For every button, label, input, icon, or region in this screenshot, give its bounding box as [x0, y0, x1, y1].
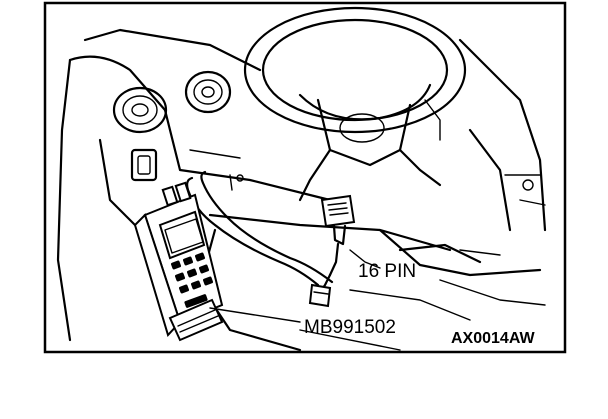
dash-shelf-line [163, 108, 332, 202]
dash-lower-contour [98, 138, 142, 232]
under-dash-line [208, 213, 452, 252]
figure-frame [43, 1, 567, 354]
leader-line-tool [209, 307, 301, 323]
diagnostic-connector-16pin [320, 194, 356, 277]
tester-cable [186, 176, 320, 287]
pedal-area [378, 228, 542, 277]
callout-16-pin: 16 PIN [358, 261, 416, 282]
tester-keypad [170, 252, 214, 308]
steering-wheel [243, 6, 467, 167]
tester-screen [158, 210, 206, 260]
dash-panel-curve [68, 55, 167, 112]
panel-switch [130, 148, 158, 182]
steering-column [298, 148, 332, 202]
handheld-tester-mb991502 [133, 181, 224, 342]
callout-tool-number: MB991502 [304, 317, 396, 338]
dash-right-edge [458, 38, 547, 232]
figure-code: AX0014AW [451, 330, 535, 347]
cable-plug-end [308, 283, 332, 308]
dash-left-edge [56, 58, 72, 342]
dash-top-edge [83, 28, 262, 72]
air-vent-center [184, 70, 232, 114]
leader-line-16pin [349, 249, 381, 269]
